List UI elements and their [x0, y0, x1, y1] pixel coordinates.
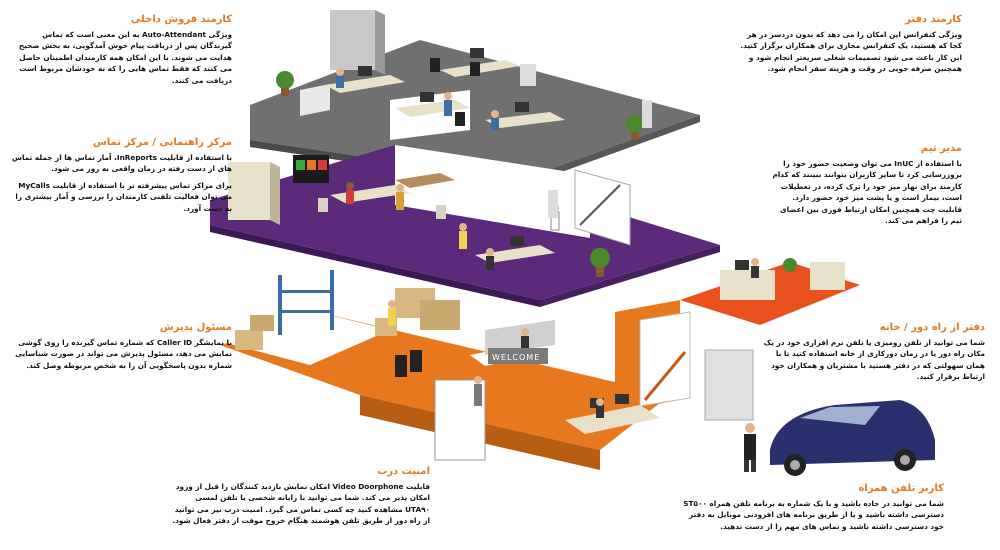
callout-door-text: قابلیت Video Doorphone امکان نمایش بازدی…	[172, 482, 430, 526]
floor-contact-center	[210, 145, 720, 307]
callout-sales-title: کارمند فروش داخلی	[130, 14, 232, 25]
callout-mobile: کاربر تلفن همراه شما می توانید در جاده ب…	[678, 483, 944, 537]
callout-contact: مرکز راهنمایی / مرکز تماس با استفاده از …	[10, 137, 232, 219]
callout-reception: مسئول پذیرش با نمایشگر Caller ID که شمار…	[10, 322, 232, 376]
callout-sales-text: ویژگی Auto-Attendant به این معنی است که …	[18, 30, 232, 85]
callout-reception-text: با نمایشگر Caller ID که شماره تماس گیرند…	[15, 338, 232, 370]
car-mobile-user	[744, 400, 935, 476]
callout-door-title: امنیت درب	[377, 466, 430, 477]
callout-reception-title: مسئول پذیرش	[159, 322, 232, 333]
callout-contact-text-2: برای مراکز تماس پیشرفته تر با استفاده از…	[15, 180, 232, 213]
callout-contact-text-1: با استفاده از قابلیت InReports، آمار تما…	[11, 153, 232, 174]
callout-manager-text: با استفاده از InUC می توان وضعیت حضور خو…	[772, 159, 962, 226]
callout-contact-title: مرکز راهنمایی / مرکز تماس	[92, 137, 232, 148]
callout-remote-title: دفتر از راه دور / خانه	[879, 322, 985, 333]
callout-manager-title: مدیر تیم	[920, 143, 962, 154]
callout-remote: دفتر از راه دور / خانه شما می توانید از …	[760, 322, 985, 388]
callout-manager: مدیر تیم با استفاده از InUC می توان وضعی…	[770, 143, 962, 231]
callout-remote-text: شما می توانید از تلفن رومیزی یا تلفن نرم…	[763, 338, 985, 382]
callout-mobile-text: شما می توانید در جاده باشید و با یک شمار…	[683, 499, 944, 531]
callout-office-title: کارمند دفتر	[905, 14, 962, 25]
callout-sales: کارمند فروش داخلی ویژگی Auto-Attendant ب…	[10, 14, 232, 91]
floor-reception: WELCOME	[215, 270, 754, 470]
callout-office-text: ویژگی کنفرانس این امکان را می دهد که بدو…	[740, 30, 962, 74]
welcome-sign: WELCOME	[492, 353, 540, 362]
callout-mobile-title: کاربر تلفن همراه	[858, 483, 945, 494]
floor-remote-office	[680, 258, 860, 325]
callout-office: کارمند دفتر ویژگی کنفرانس این امکان را م…	[740, 14, 962, 80]
callout-door: امنیت درب قابلیت Video Doorphone امکان ن…	[168, 466, 430, 532]
